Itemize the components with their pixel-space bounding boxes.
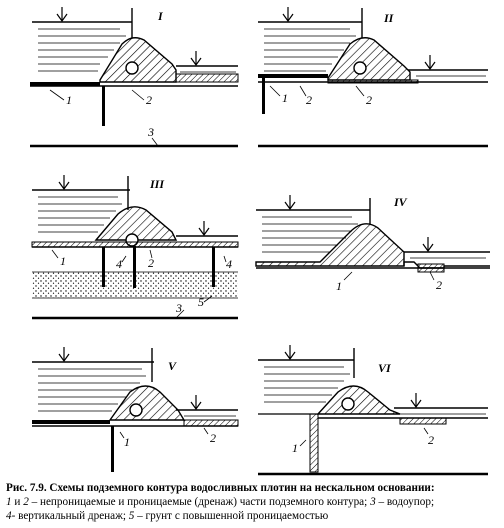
label-2: 2 — [148, 256, 154, 270]
water-level-arrow — [58, 174, 70, 190]
caption-legend: 1 и 2 – непроницаемые и проницаемые (дре… — [6, 495, 500, 509]
dam-body — [327, 37, 411, 81]
panel-VI: VI 1 2 — [258, 344, 488, 476]
label-1: 1 — [282, 91, 288, 105]
caption-legend-2: 4- вертикальный дренаж; 5 – грунт с повы… — [6, 509, 500, 523]
impervious-apron — [32, 420, 110, 424]
upstream-water — [32, 361, 154, 412]
label-4: 4 — [116, 257, 122, 271]
water-level-arrow — [282, 6, 294, 22]
panel-I: I 1 2 3 — [30, 6, 239, 148]
panel-V: V 1 2 — [32, 346, 239, 472]
legend-num-5: 5 — [128, 510, 135, 522]
impervious-apron — [30, 82, 100, 86]
apron-drain — [399, 417, 447, 425]
drain-gallery — [341, 397, 355, 411]
vertical-drain — [212, 247, 215, 287]
legend-text-4: - вертикальный дренаж; — [11, 510, 129, 522]
panel-II: II 1 2 2 — [258, 6, 488, 148]
tailwater-arrow — [422, 236, 434, 252]
water-level-arrow — [58, 346, 70, 362]
label-3: 3 — [175, 301, 182, 315]
sheet-pile — [111, 426, 114, 472]
panel-IV: IV 1 2 — [255, 194, 490, 293]
legend-text-5: – грунт с повышенной проницаемостью — [134, 510, 329, 522]
label-1: 1 — [292, 441, 298, 455]
dam-body — [94, 206, 178, 241]
water-level-arrow — [56, 6, 68, 22]
panel-number: III — [149, 177, 165, 191]
dam-body — [99, 37, 177, 83]
dam-body — [108, 385, 186, 421]
water-level-arrow — [284, 194, 296, 210]
dam-schemes-figure: I 1 2 3 II 1 2 — [30, 6, 490, 476]
legend-and: и — [11, 496, 24, 508]
panel-number: IV — [393, 195, 408, 209]
label-5: 5 — [198, 295, 204, 309]
label-1: 1 — [66, 93, 72, 107]
panel-number: VI — [378, 361, 392, 375]
upstream-water — [32, 189, 130, 233]
tailwater-arrow — [198, 220, 210, 236]
legend-text-3: – водоупор; — [375, 496, 435, 508]
label-2: 2 — [146, 93, 152, 107]
label-2b: 2 — [366, 93, 372, 107]
label-3: 3 — [147, 125, 154, 139]
apron-drain — [175, 73, 239, 83]
label-2: 2 — [210, 431, 216, 445]
panel-number: I — [157, 9, 164, 23]
panel-III: III 1 4 2 4 5 3 — [31, 174, 239, 320]
upstream-water — [258, 359, 354, 403]
legend-num-2: 2 — [23, 496, 29, 508]
upstream-water — [258, 21, 362, 72]
permeable-cutoff — [309, 413, 319, 473]
upstream-water — [256, 209, 370, 253]
sheet-pile — [262, 78, 265, 114]
label-1: 1 — [124, 435, 130, 449]
legend-num-4: 4 — [6, 510, 12, 522]
impervious-apron — [258, 74, 328, 78]
label-2: 2 — [436, 278, 442, 292]
tailwater-arrow — [410, 392, 422, 408]
upstream-water — [32, 21, 132, 72]
tailwater-arrow — [424, 54, 436, 70]
dam-body — [255, 223, 405, 267]
drain-gallery — [125, 61, 139, 75]
apron — [403, 261, 490, 269]
legend-num-3: 3 — [370, 496, 376, 508]
vertical-drain — [133, 246, 136, 288]
vertical-drain — [102, 247, 105, 287]
water-level-arrow — [284, 344, 296, 360]
tailwater-arrow — [190, 50, 202, 66]
legend-num-1: 1 — [6, 496, 12, 508]
figure-caption: Рис. 7.9. Схемы подземного контура водос… — [6, 481, 500, 523]
label-2: 2 — [306, 93, 312, 107]
panel-number: II — [383, 11, 395, 25]
label-1: 1 — [60, 254, 66, 268]
label-1: 1 — [336, 279, 342, 293]
label-4b: 4 — [226, 257, 232, 271]
sheet-pile — [102, 86, 105, 126]
label-2: 2 — [428, 433, 434, 447]
caption-title: Рис. 7.9. Схемы подземного контура водос… — [6, 482, 435, 494]
apron-drain — [183, 419, 239, 427]
legend-text-1-2: – непроницаемые и проницаемые (дренаж) ч… — [28, 496, 371, 508]
tailwater-arrow — [190, 394, 202, 410]
drain-gallery — [129, 403, 143, 417]
dam-body — [316, 385, 401, 415]
panel-number: V — [168, 359, 177, 373]
drain-gallery — [353, 61, 367, 75]
